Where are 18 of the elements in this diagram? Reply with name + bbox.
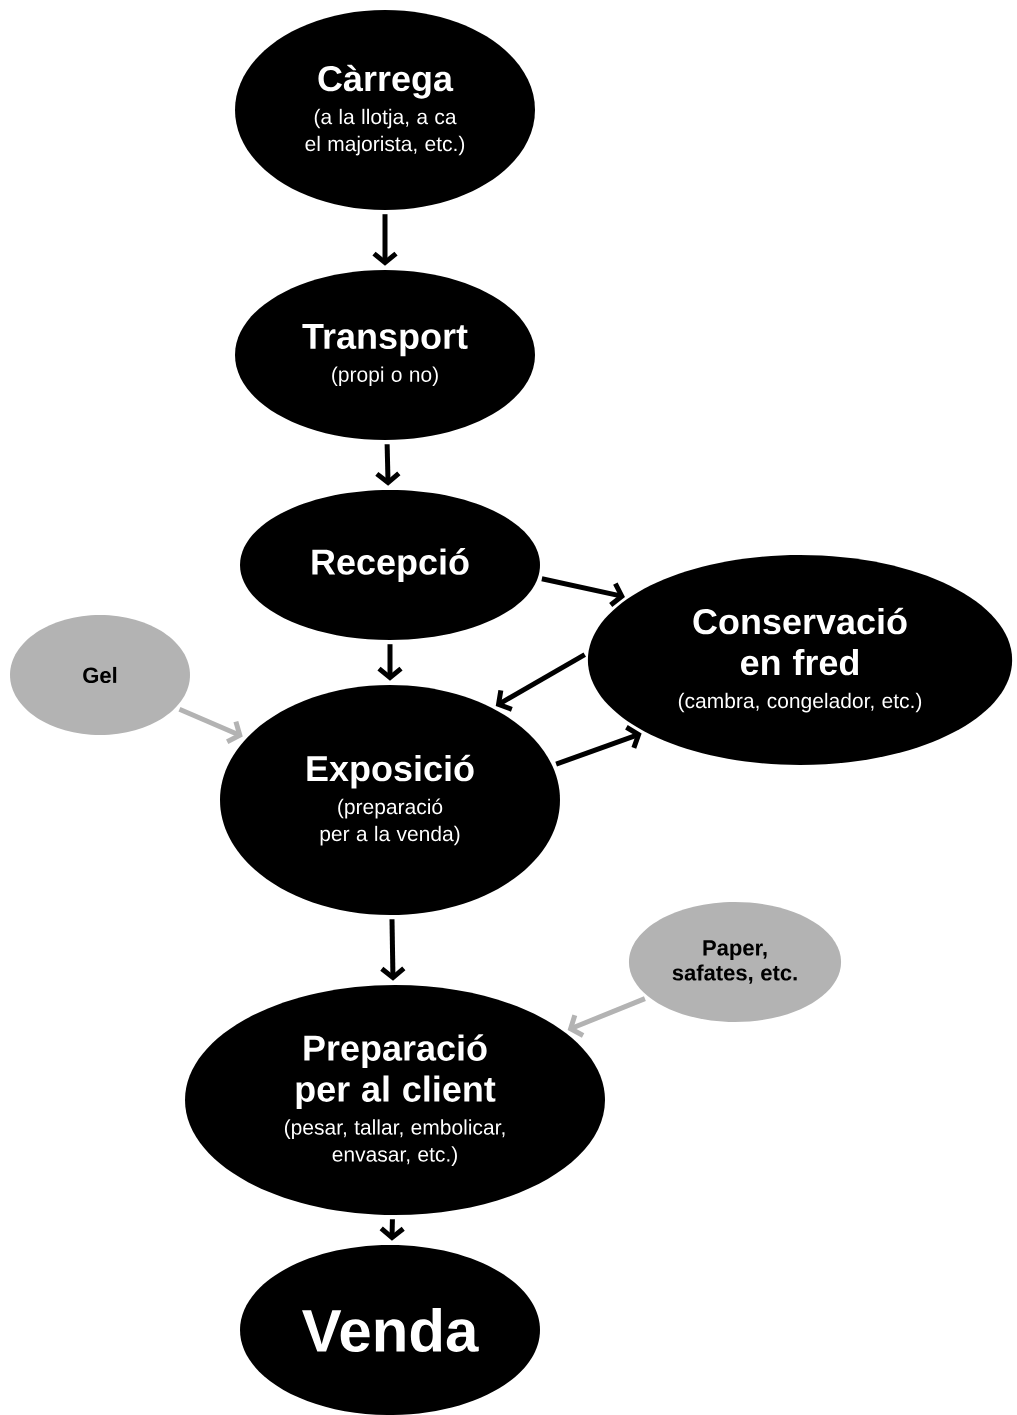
process-blob: Recepció: [240, 490, 540, 640]
arrow: [495, 652, 586, 712]
arrow: [372, 214, 398, 266]
arrow: [377, 644, 403, 681]
arrow: [567, 996, 646, 1038]
arrow: [541, 576, 625, 607]
arrow: [380, 919, 406, 981]
arrow: [555, 725, 642, 767]
arrow: [178, 706, 243, 745]
process-blob: Venda: [240, 1245, 540, 1415]
process-blob: Càrrega (a la llotja, a ca el majorista, etc.): [235, 10, 535, 210]
process-blob: Preparació per al client (pesar, tallar, embolicar, envasar, etc.): [185, 985, 605, 1215]
process-blob: Conservació en fred (cambra, congelador, etc.): [587, 555, 1013, 765]
input-blob: Gel: [10, 615, 190, 735]
input-blob: Paper, safates, etc.: [628, 902, 842, 1022]
arrow: [375, 444, 401, 486]
process-blob: Transport (propi o no): [235, 270, 535, 440]
process-blob: Exposició (preparació per a la venda): [220, 685, 560, 915]
